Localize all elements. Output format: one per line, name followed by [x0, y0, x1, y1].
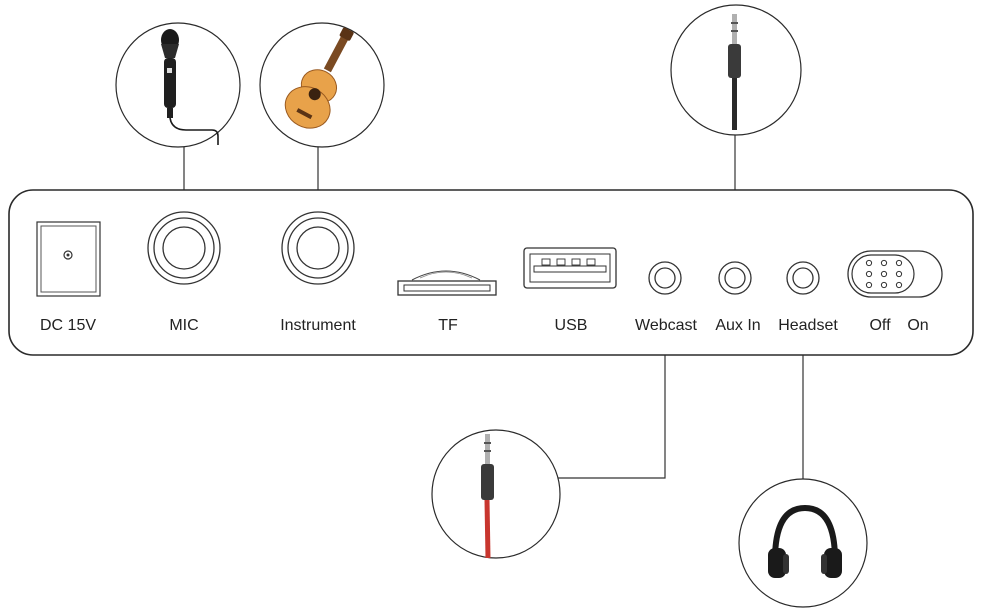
aux-cable-bubble [670, 4, 802, 136]
mic-label: MIC [169, 317, 198, 334]
webcast-connector-line [558, 340, 666, 479]
switch-on-label: On [907, 317, 928, 334]
switch-off-label: Off [869, 317, 891, 334]
audio-jack-cable-icon [728, 14, 741, 130]
auxin-label: Aux In [715, 317, 760, 334]
auxin-jack [718, 261, 752, 295]
instrument-label: Instrument [280, 317, 356, 334]
switch-grip-dots [865, 259, 903, 289]
microphone-icon [161, 29, 219, 145]
webcast-label: Webcast [635, 317, 698, 334]
webcast-cable-bubble [431, 429, 561, 559]
headset-label: Headset [778, 317, 838, 334]
webcast-jack [648, 261, 682, 295]
headphones-icon [768, 504, 842, 578]
usb-port [523, 247, 617, 289]
connector-lines [183, 130, 804, 480]
tf-slot [397, 270, 497, 296]
power-switch[interactable] [847, 250, 943, 298]
port-labels: DC 15V MIC Instrument TF USB Webcast Aux… [40, 317, 929, 334]
red-audio-cable-icon [481, 434, 494, 559]
dc-label: DC 15V [40, 317, 96, 334]
headphones-bubble [738, 478, 868, 608]
acoustic-guitar-icon [284, 27, 354, 129]
microphone-bubble [115, 22, 241, 148]
headset-jack [786, 261, 820, 295]
dc-port [36, 221, 101, 297]
mic-port [147, 211, 221, 285]
tf-label: TF [438, 317, 458, 334]
usb-label: USB [555, 317, 588, 334]
instrument-port [281, 211, 355, 285]
device-panel [8, 189, 974, 356]
guitar-bubble [259, 22, 385, 148]
